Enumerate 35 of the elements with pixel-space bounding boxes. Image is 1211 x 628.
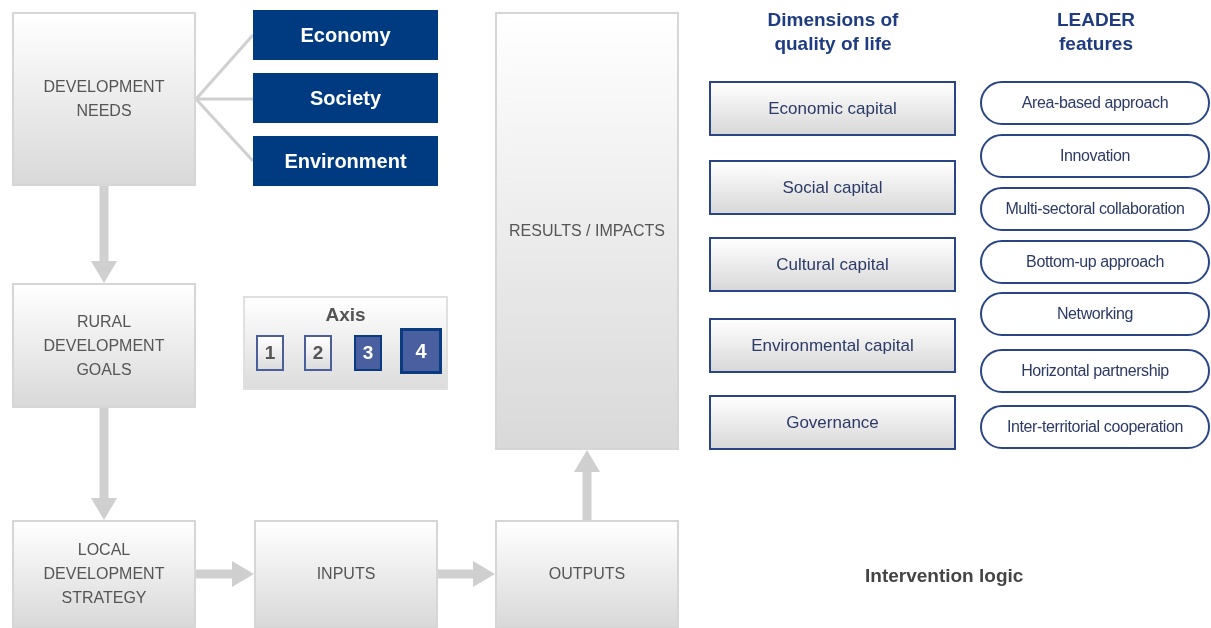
quality-dimension-box: Social capital [709,160,956,215]
arrow [574,450,600,520]
column-heading: LEADER features [1055,8,1137,56]
column-heading: Dimensions of quality of life [766,8,900,56]
connector-line [196,97,253,101]
process-box: INPUTS [254,520,438,628]
process-box: RURAL DEVELOPMENT GOALS [12,283,196,408]
quality-dimension-box: Environmental capital [709,318,956,373]
feature-pill: Bottom-up approach [980,240,1210,284]
feature-pill: Networking [980,292,1210,336]
quality-dimension-box: Economic capital [709,81,956,136]
category-box: Society [253,73,438,123]
process-box: OUTPUTS [495,520,679,628]
category-box: Economy [253,10,438,60]
caption-text: Intervention logic [865,565,1024,587]
arrow [438,561,495,587]
process-box: DEVELOPMENT NEEDS [12,12,196,186]
feature-pill: Area-based approach [980,81,1210,125]
axis-number-box: 4 [400,328,442,374]
process-box: LOCAL DEVELOPMENT STRATEGY [12,520,196,628]
arrow [196,561,254,587]
feature-pill: Multi-sectoral collaboration [980,187,1210,231]
arrow [91,186,117,283]
axis-number-box: 3 [354,335,382,371]
arrow [91,408,117,520]
axis-number-box: 2 [304,335,332,371]
category-box: Environment [253,136,438,186]
feature-pill: Inter-territorial cooperation [980,405,1210,449]
axis-panel: Axis 1 2 3 4 [243,296,448,390]
quality-dimension-box: Governance [709,395,956,450]
axis-number-box: 1 [256,335,284,371]
feature-pill: Horizontal partnership [980,349,1210,393]
quality-dimension-box: Cultural capital [709,237,956,292]
process-box: RESULTS / IMPACTS [495,12,679,450]
feature-pill: Innovation [980,134,1210,178]
